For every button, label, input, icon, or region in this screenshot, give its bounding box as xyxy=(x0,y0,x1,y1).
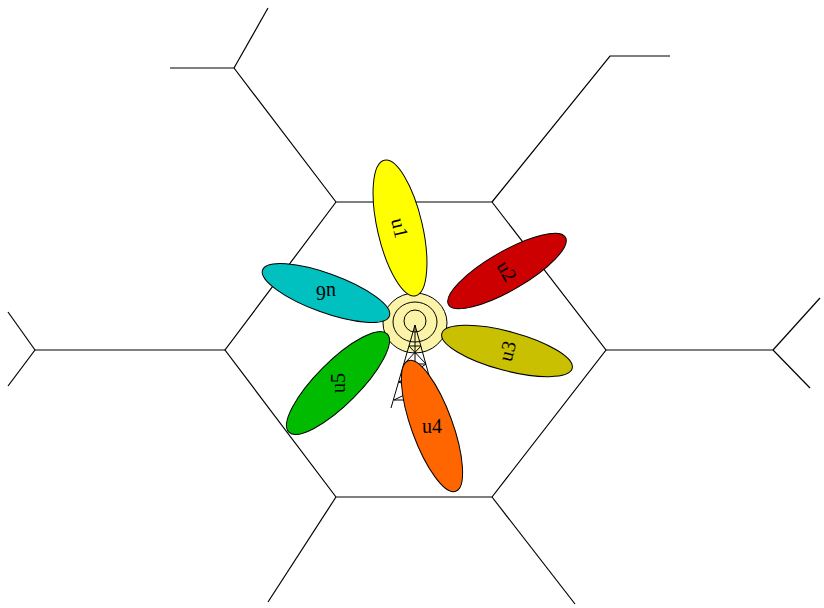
beam-ellipse: u1 xyxy=(362,155,438,302)
cell-border xyxy=(773,298,820,350)
beam-shape xyxy=(274,319,403,448)
user-label: u4 xyxy=(422,416,442,436)
beam-ellipse: u2 xyxy=(438,220,576,323)
user-label: u5 xyxy=(328,373,348,393)
cell-border xyxy=(606,349,773,350)
beam-shape xyxy=(256,252,396,335)
beam-shape xyxy=(389,354,475,499)
beam-ellipse: u6 xyxy=(255,251,396,335)
cell-border xyxy=(492,497,575,604)
beam-ellipse: u5 xyxy=(273,318,403,448)
cell-border xyxy=(8,350,35,386)
cell-borders xyxy=(8,8,820,604)
beam-shape xyxy=(439,220,575,321)
user-label: u6 xyxy=(316,283,336,303)
cell-border xyxy=(234,8,268,68)
cell-border xyxy=(170,68,336,202)
cell-border xyxy=(492,56,670,202)
cell-border xyxy=(268,497,336,602)
beam-shape xyxy=(437,315,577,388)
beam-shape xyxy=(362,155,437,301)
beam-ellipse: u4 xyxy=(388,353,475,499)
cell-border xyxy=(773,350,810,388)
beam-ellipse: u3 xyxy=(436,314,578,388)
cell-border xyxy=(8,312,35,350)
cell-border xyxy=(35,349,225,350)
